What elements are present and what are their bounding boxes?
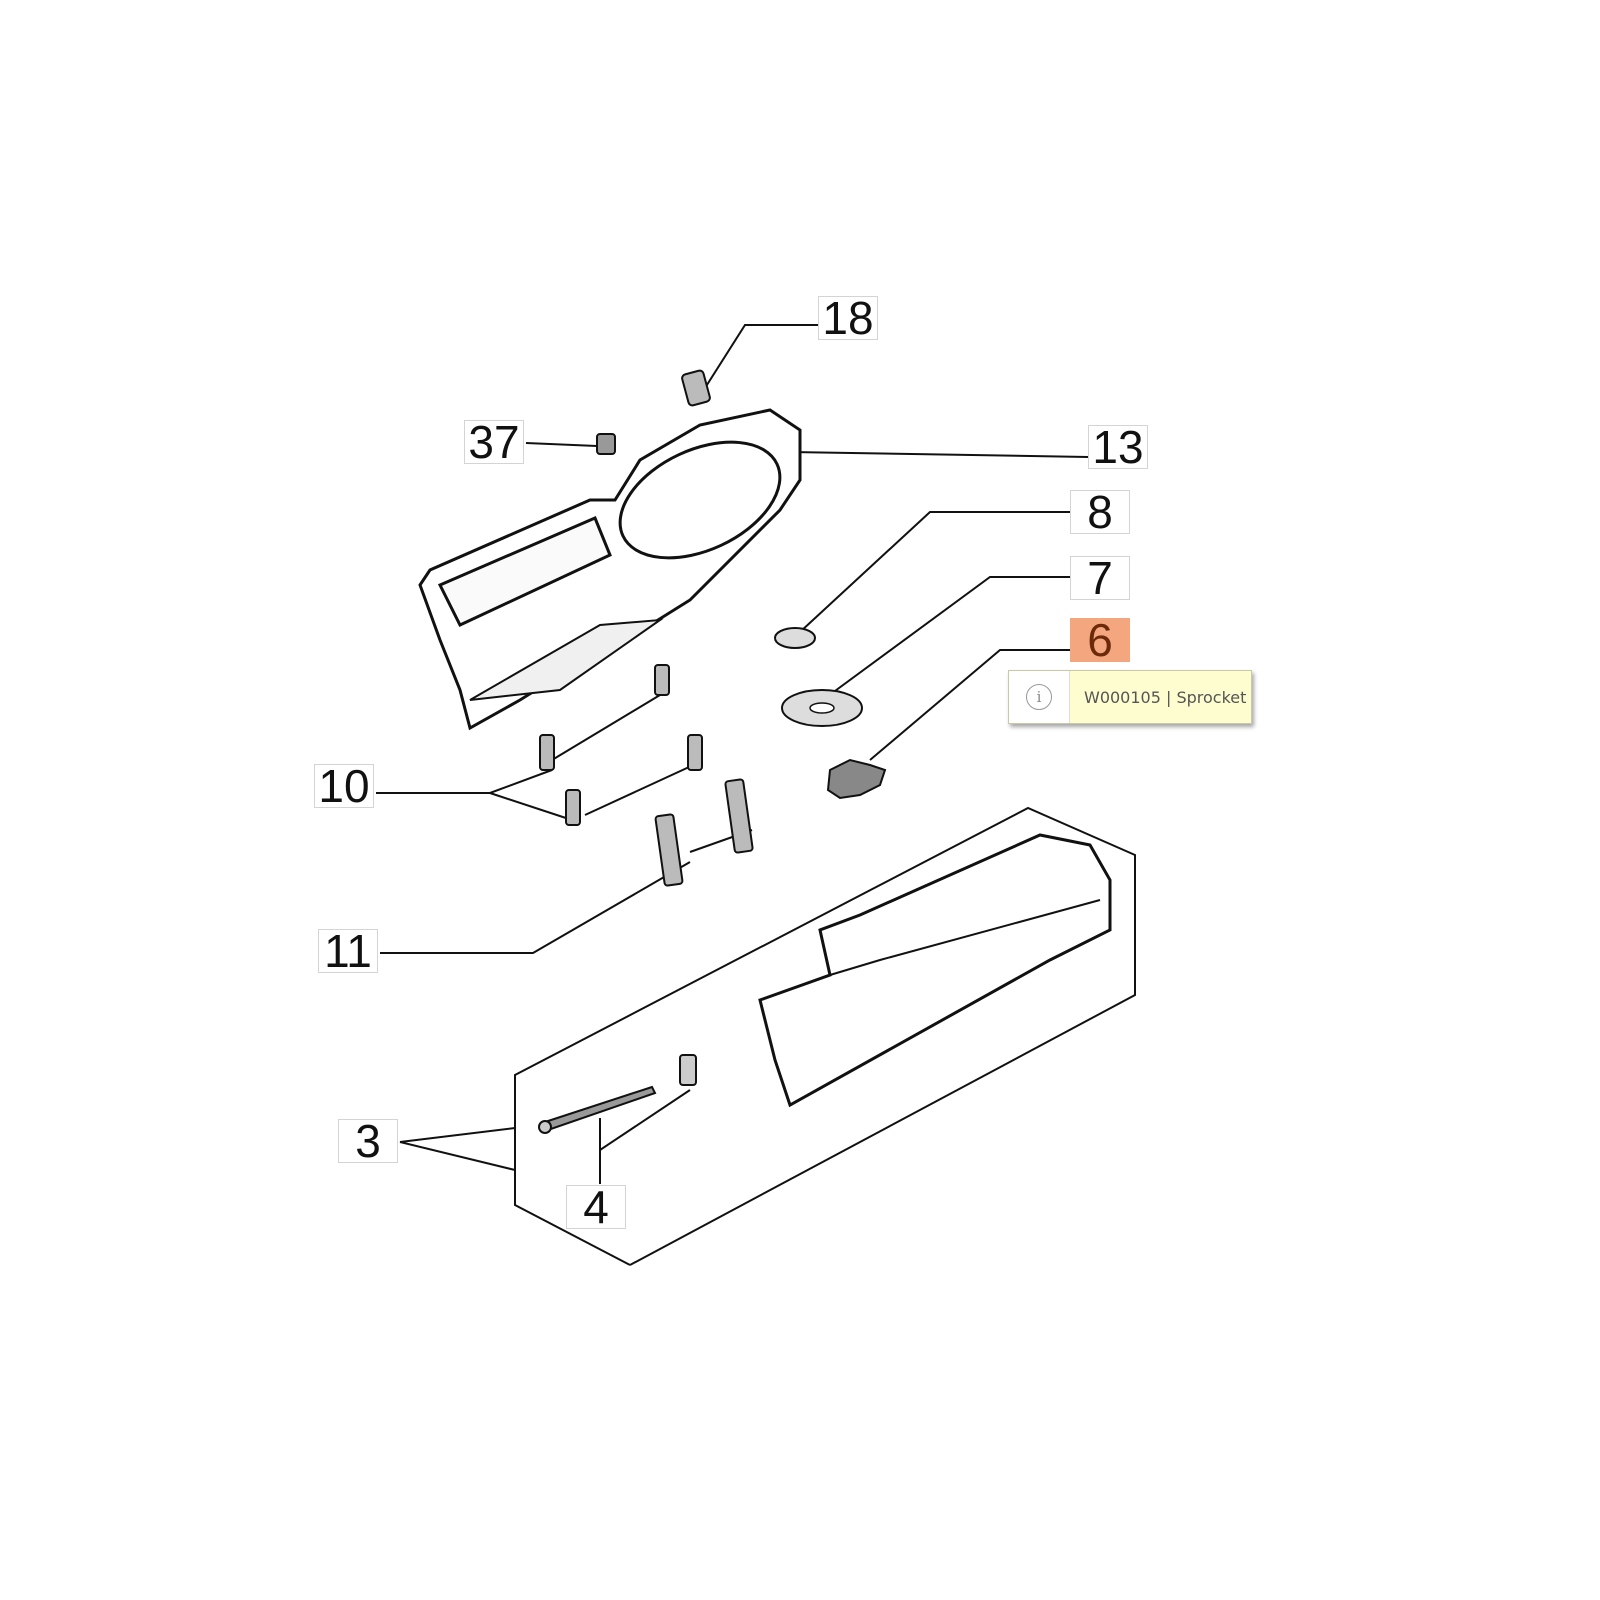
part-18-spring (681, 369, 711, 407)
callout-10[interactable]: 10 (314, 760, 374, 812)
leader-8 (799, 511, 1070, 633)
group-bracket (514, 806, 1136, 1266)
info-icon: i (1026, 684, 1052, 710)
callout-6[interactable]: 6 (1070, 614, 1130, 666)
callout-13[interactable]: 13 (1088, 421, 1148, 473)
tooltip-icon-cell: i (1009, 671, 1070, 723)
callout-37[interactable]: 37 (464, 416, 524, 468)
part-3-guard (758, 833, 1112, 1108)
part-37-set-screw (596, 433, 616, 455)
callout-4[interactable]: 4 (566, 1181, 626, 1233)
leader-3 (399, 1127, 516, 1143)
leader-lines (376, 324, 1136, 1266)
callout-8[interactable]: 8 (1070, 486, 1130, 538)
leader-37 (525, 442, 598, 447)
leader-11 (380, 861, 691, 954)
callout-3[interactable]: 3 (338, 1115, 398, 1167)
part-10-screws (539, 664, 703, 826)
leader-18 (704, 324, 818, 389)
callout-11[interactable]: 11 (318, 925, 378, 977)
callout-18[interactable]: 18 (818, 292, 878, 344)
part-13-cover (418, 408, 802, 731)
part-tooltip: i W000105 | Sprocket (1008, 670, 1252, 724)
callout-7[interactable]: 7 (1070, 552, 1130, 604)
leader-7 (819, 576, 1070, 703)
part-6-sprocket (826, 758, 887, 800)
part-11-studs (654, 778, 754, 887)
part-8-ring (774, 627, 816, 649)
leader-13 (789, 451, 1089, 458)
tooltip-text: W000105 | Sprocket (1084, 687, 1247, 707)
leader-6 (869, 649, 1070, 761)
leader-10 (376, 769, 553, 794)
part-4-bolt (538, 1054, 697, 1134)
